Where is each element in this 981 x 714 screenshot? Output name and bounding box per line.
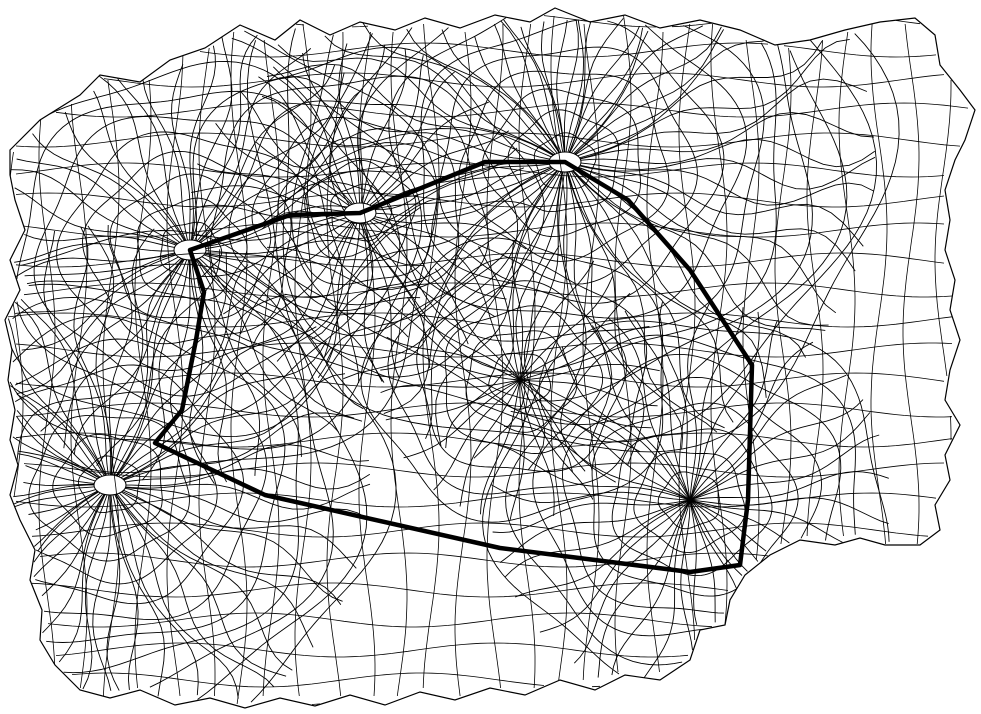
node-hole <box>94 475 126 495</box>
